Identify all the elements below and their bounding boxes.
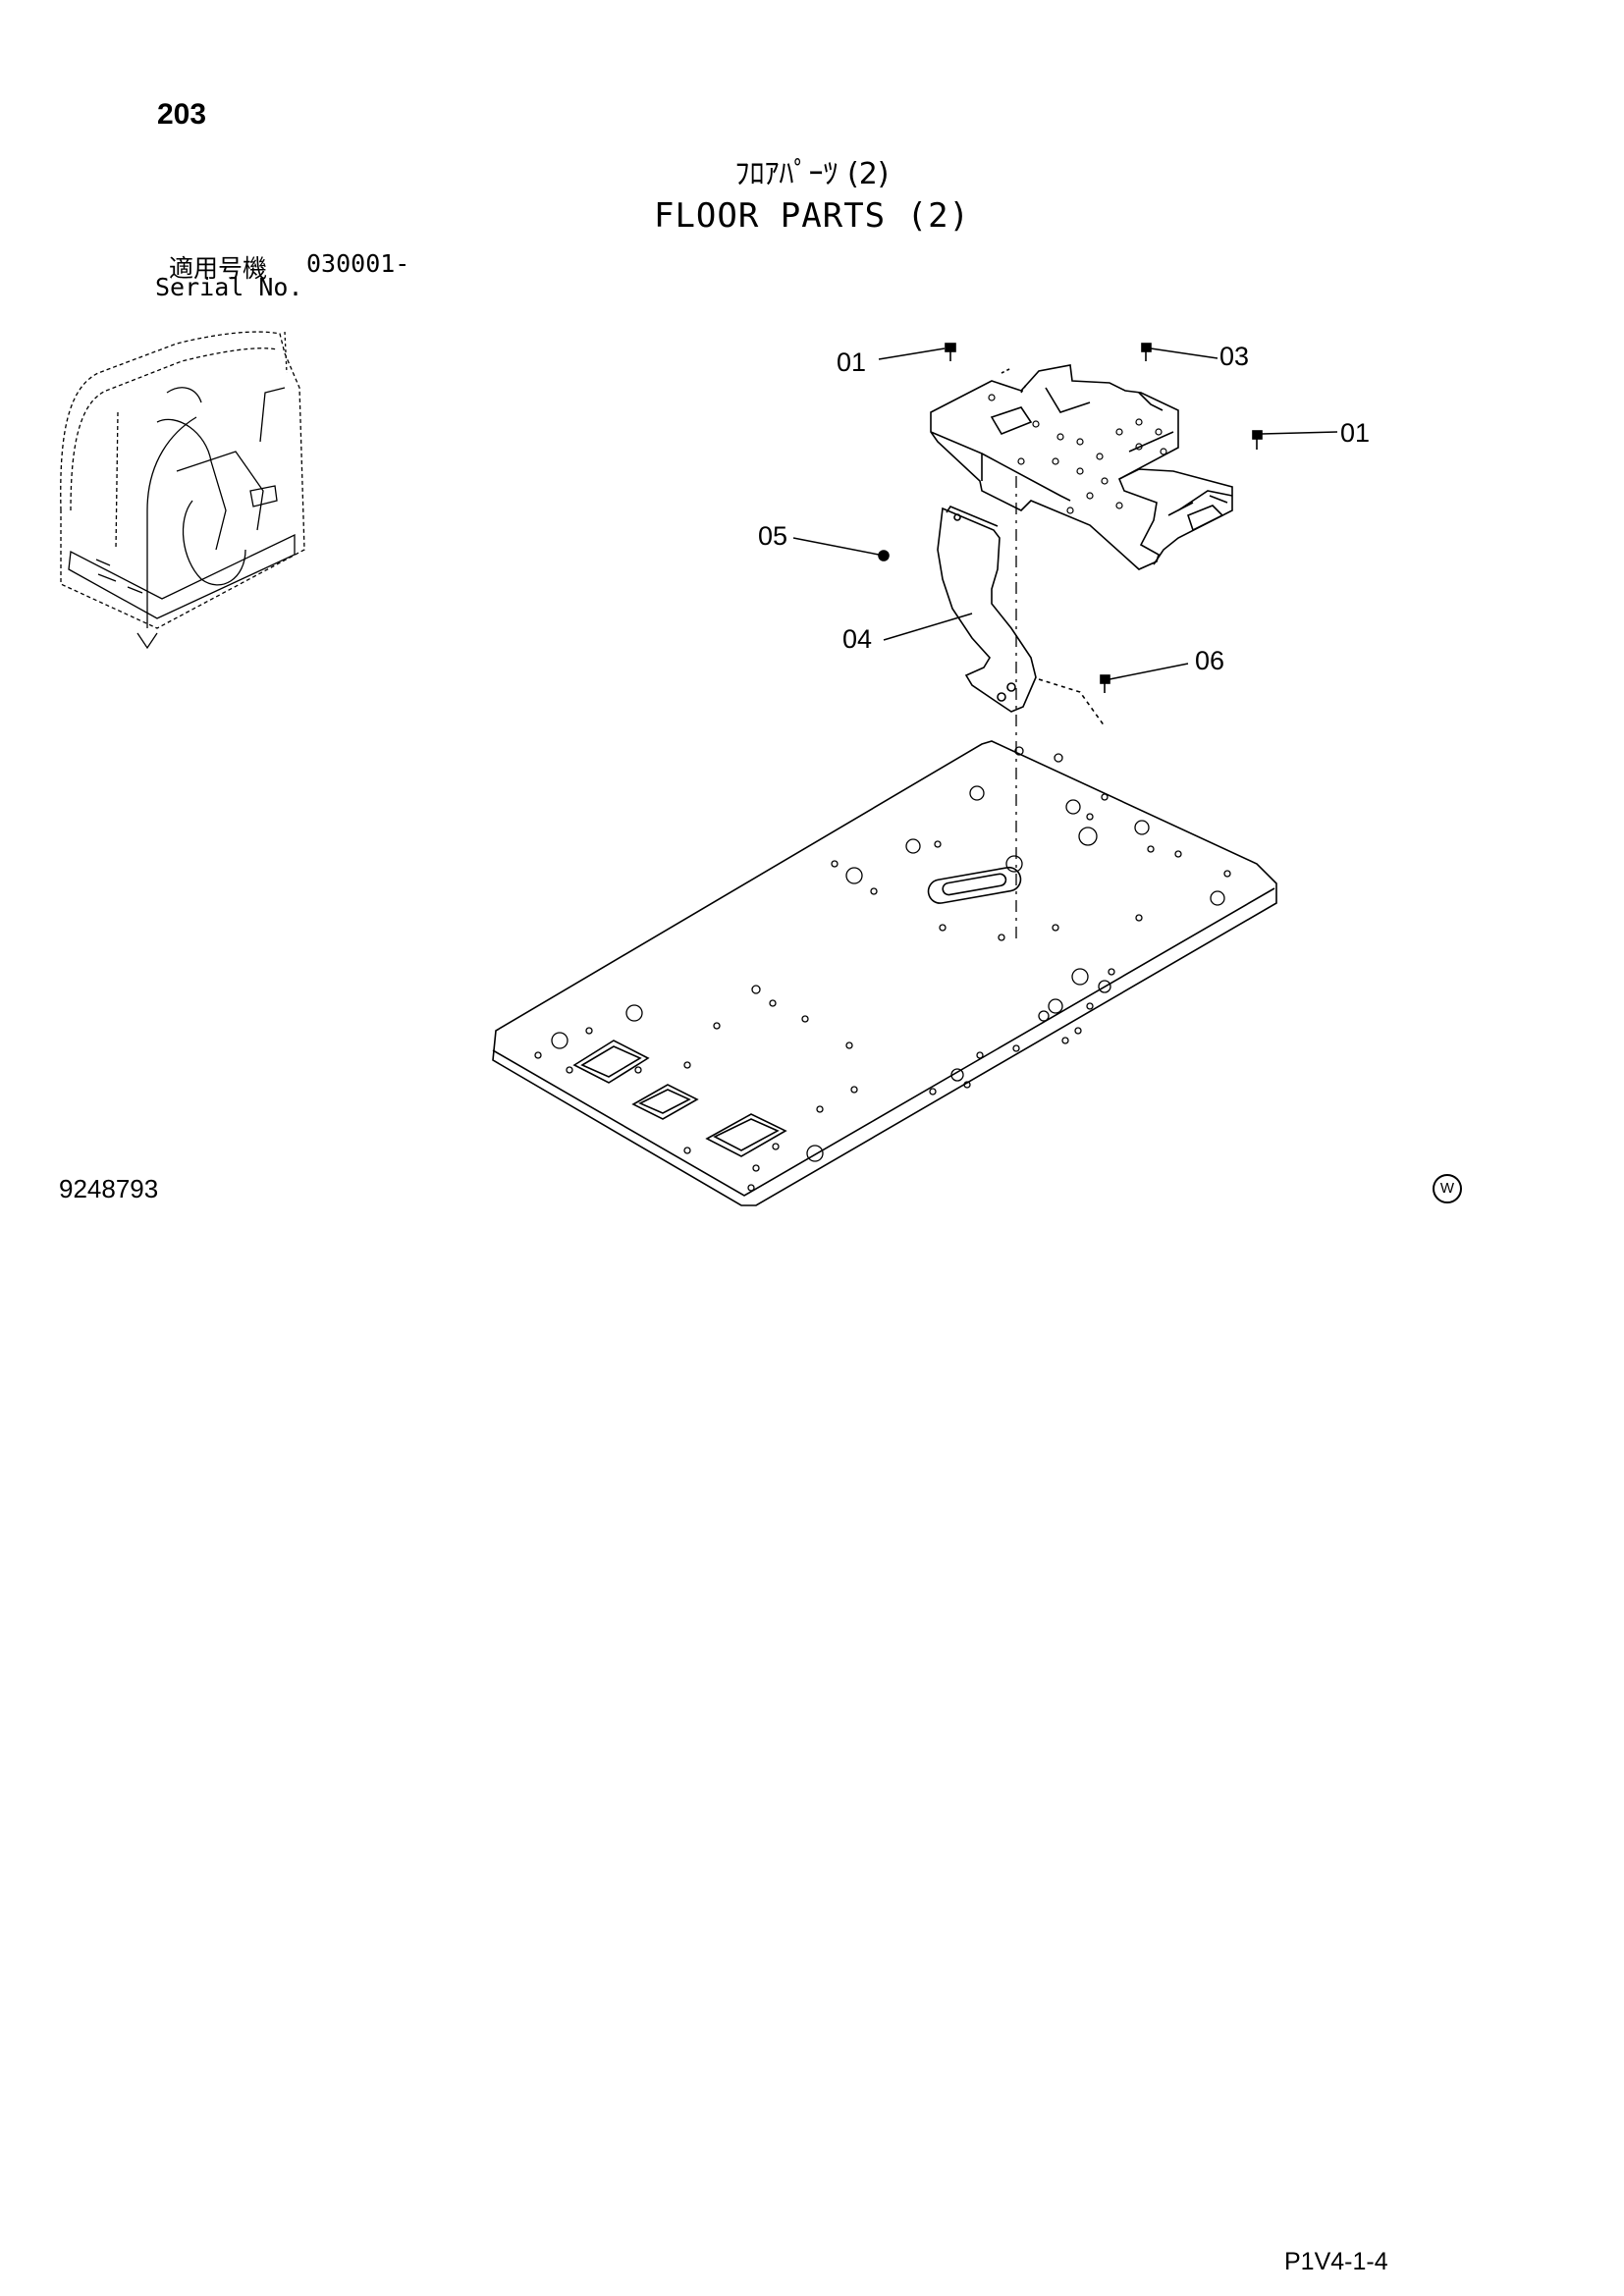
callout-06: 06 xyxy=(1195,646,1224,675)
callout-03: 03 xyxy=(1219,342,1249,371)
bolt-06 xyxy=(1100,674,1110,693)
serial-label-english: Serial No. xyxy=(155,273,303,301)
exploded-parts-diagram: 01 03 01 05 04 06 xyxy=(60,331,1370,1206)
callout-05: 05 xyxy=(758,521,787,551)
title-japanese: ﾌﾛｱﾊﾟｰﾂ (2) xyxy=(734,157,890,191)
bolt-01a xyxy=(945,343,956,361)
bracket-part xyxy=(937,506,1106,727)
page-number: 203 xyxy=(157,98,207,131)
cab-thumbnail xyxy=(60,331,305,650)
bolt-01b xyxy=(1252,430,1263,450)
drawing-number: 9248793 xyxy=(59,1174,159,1203)
upper-console-plate xyxy=(930,364,1233,570)
serial-label-japanese: 適用号機 xyxy=(169,254,268,283)
title-english: FLOOR PARTS (2) xyxy=(653,196,971,236)
console-holes xyxy=(988,394,1167,514)
bolt-03 xyxy=(1141,343,1152,361)
page-reference: P1V4-1-4 xyxy=(1284,2248,1388,2275)
callout-04: 04 xyxy=(842,624,872,654)
leader-lines xyxy=(792,347,1338,680)
floor-plate xyxy=(492,740,1277,1206)
bolt-05 xyxy=(878,550,890,561)
callout-01-right: 01 xyxy=(1340,418,1370,448)
w-mark-icon: W xyxy=(1433,1174,1462,1203)
callout-01-left: 01 xyxy=(837,347,866,377)
floor-plate-holes xyxy=(534,746,1231,1192)
serial-number: 030001- xyxy=(306,249,410,278)
